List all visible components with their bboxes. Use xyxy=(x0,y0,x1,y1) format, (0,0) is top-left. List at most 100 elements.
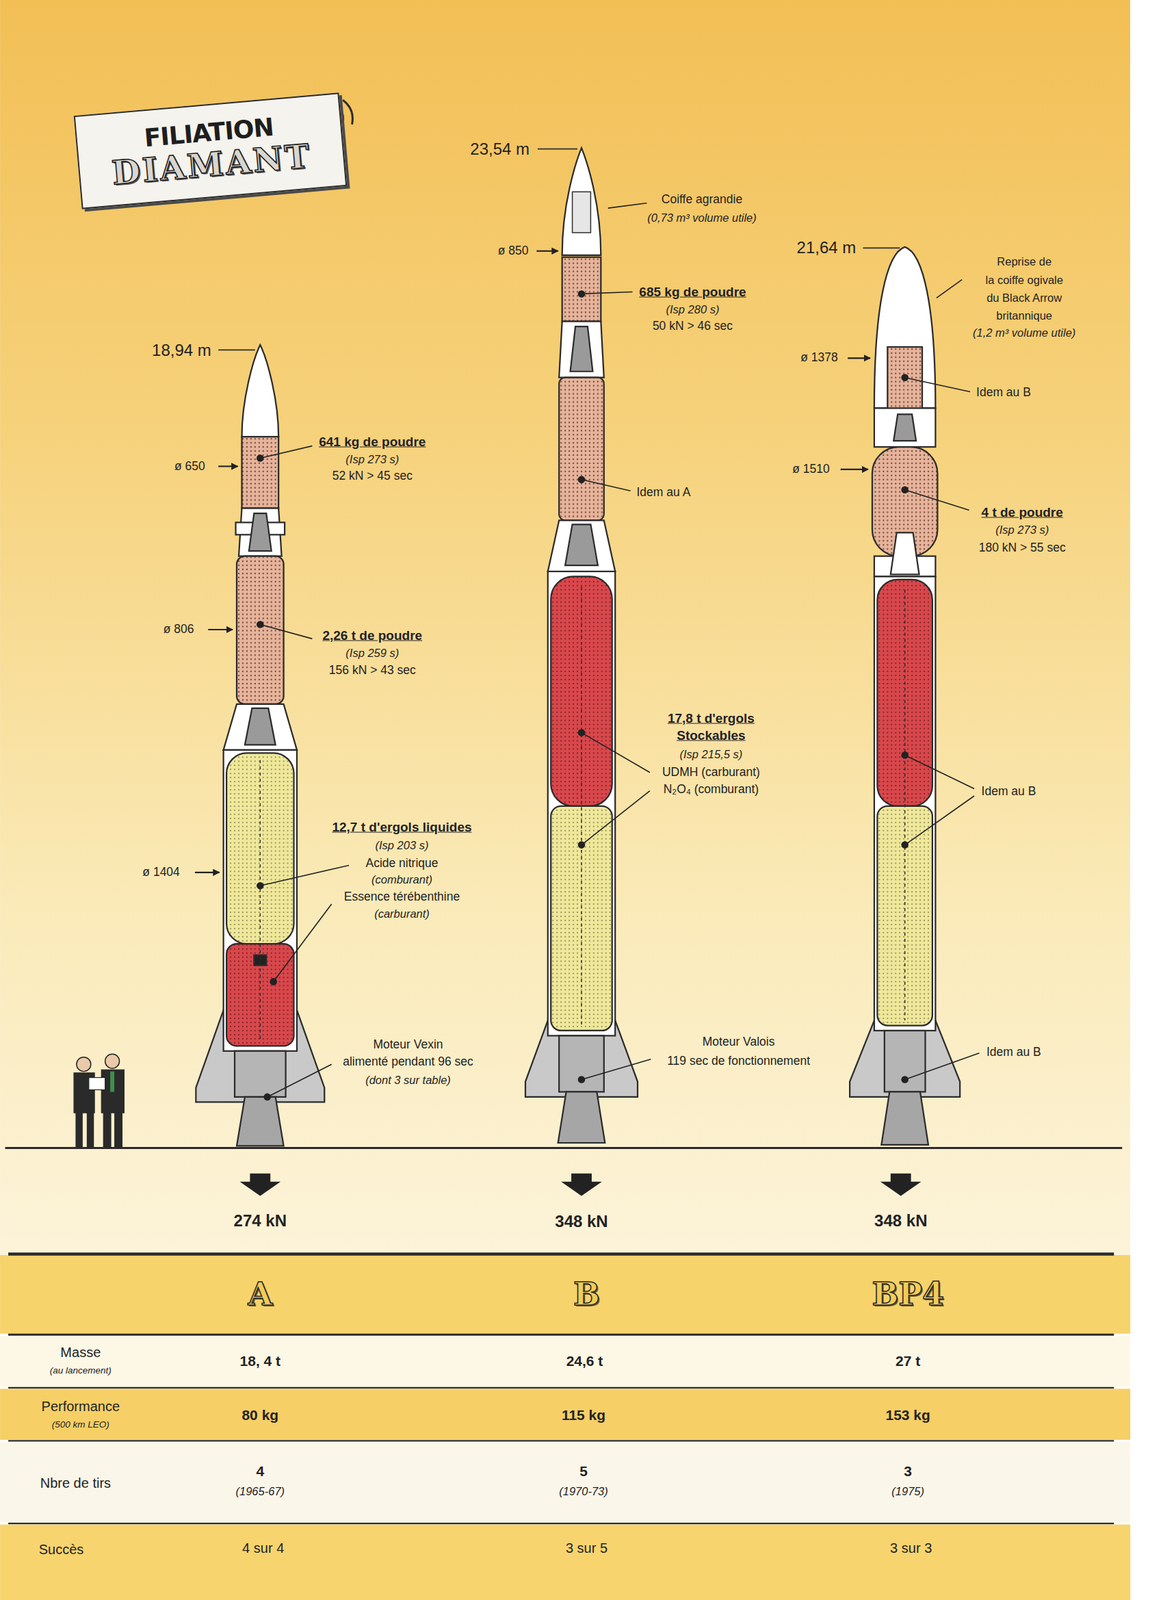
row-heading: Performance xyxy=(41,1398,121,1414)
propellant-name: N₂O₄ (comburant) xyxy=(663,783,759,797)
stage-nozzle xyxy=(570,326,594,372)
stage-nozzle xyxy=(893,413,917,441)
version-header: B xyxy=(573,1276,600,1312)
leader-line xyxy=(905,795,975,845)
diameter-label: ø 1404 xyxy=(142,865,180,879)
leader-line xyxy=(259,864,349,886)
person-paper xyxy=(88,1077,106,1090)
leader-line xyxy=(581,732,650,773)
diameter-label: ø 1510 xyxy=(792,462,830,476)
table-cell: 18, 4 t xyxy=(240,1353,282,1369)
leader-line xyxy=(581,479,631,491)
engine-note: alimenté pendant 96 sec xyxy=(342,1055,474,1069)
ground-line xyxy=(5,1146,1123,1149)
rocket-diamant-a xyxy=(195,344,325,1146)
center-line xyxy=(904,589,906,1021)
rocket-fairing xyxy=(241,344,279,437)
leader-line xyxy=(608,203,648,208)
specific-impulse: (Isp 215,5 s) xyxy=(680,747,743,761)
solid-stage xyxy=(562,257,602,322)
specific-impulse: (Isp 273 s) xyxy=(995,523,1049,536)
person-leg xyxy=(103,1111,112,1148)
rocket-diamant-b xyxy=(525,147,638,1143)
payload xyxy=(572,191,592,233)
solid-stage xyxy=(241,436,279,508)
human-scale-figures xyxy=(73,1053,125,1148)
height-tick xyxy=(863,246,901,249)
same-as-note: Idem au A xyxy=(636,486,691,500)
engine-nozzle xyxy=(881,1091,929,1145)
fairing-note: du Black Arrow xyxy=(986,291,1062,304)
table-cell: 3 sur 5 xyxy=(565,1539,608,1555)
liftoff-thrust: 348 kN xyxy=(874,1210,927,1229)
thrust-duration: 156 kN > 43 sec xyxy=(329,663,416,677)
engine-note: 119 sec de fonctionnement xyxy=(667,1054,810,1068)
diameter-label: ø 806 xyxy=(163,622,195,636)
liftoff-thrust: 348 kN xyxy=(554,1212,608,1231)
stage-nozzle xyxy=(244,708,276,746)
leader-line xyxy=(267,1063,332,1097)
same-as-note: Idem au B xyxy=(986,1045,1042,1059)
table-cell: 3 sur 3 xyxy=(890,1539,932,1555)
table-cell: 4 xyxy=(255,1463,265,1480)
title-word: DIAMANT xyxy=(110,137,314,191)
height-dimension: 23,54 m xyxy=(469,139,530,158)
stage-heading: Stockables xyxy=(676,728,746,743)
center-line xyxy=(259,760,261,1041)
leader-line xyxy=(259,446,312,459)
engine-nozzle xyxy=(236,1096,284,1146)
liftoff-thrust: 274 kN xyxy=(233,1210,287,1229)
leader-line xyxy=(259,624,312,639)
leader-dot xyxy=(257,621,264,628)
engine-name: Moteur Vexin xyxy=(372,1037,443,1051)
version-header: A xyxy=(247,1276,273,1312)
fairing-note: la coiffe ogivale xyxy=(985,273,1063,286)
interstage xyxy=(223,703,297,750)
table-row-band xyxy=(0,1388,1131,1440)
table-cell: 115 kg xyxy=(561,1407,606,1423)
propellant-role: (comburant) xyxy=(371,872,433,886)
liquid-stage xyxy=(874,576,936,1031)
table-header-band xyxy=(0,1254,1131,1334)
thrust-arrow xyxy=(239,1173,281,1196)
height-dimension: 18,94 m xyxy=(151,340,212,359)
title-box: FILIATIONDIAMANT xyxy=(73,92,347,209)
scan-margin xyxy=(1130,0,1163,1600)
leader-dot xyxy=(270,978,277,985)
leader-dot xyxy=(901,751,908,759)
diameter-label: ø 1378 xyxy=(800,351,838,365)
stage-nozzle xyxy=(890,532,920,574)
row-subheading: (au lancement) xyxy=(49,1364,112,1376)
leader-line xyxy=(905,1052,980,1080)
table-rule xyxy=(8,1386,1114,1389)
thrust-arrows xyxy=(239,1173,921,1196)
leader-line xyxy=(905,377,971,392)
engine-bay xyxy=(884,1030,926,1092)
table-row-band xyxy=(0,1441,1131,1523)
propellant-name: Essence térébenthine xyxy=(344,890,460,904)
stage-nozzle xyxy=(565,524,598,566)
table-cell: 27 t xyxy=(895,1353,921,1369)
oxidizer-tank xyxy=(877,579,933,806)
table-rule xyxy=(8,1522,1114,1524)
engine-bay xyxy=(234,1050,286,1097)
leader-dot xyxy=(901,841,908,848)
stage-heading: 2,26 t de poudre xyxy=(322,628,423,644)
fairing-volume: (1,2 m³ volume utile) xyxy=(972,326,1076,339)
table-cell: 5 xyxy=(579,1463,588,1480)
table-rule xyxy=(8,1251,1114,1255)
liquid-stage xyxy=(223,749,297,1051)
diameter-arrow xyxy=(847,357,871,359)
leader-dot xyxy=(578,1076,585,1083)
engine-name: Moteur Valois xyxy=(702,1035,776,1049)
propellant-name: Acide nitrique xyxy=(365,856,438,870)
table-cell: (1965-67) xyxy=(236,1484,286,1497)
table-cell: (1970-73) xyxy=(558,1484,609,1497)
diameter-label: ø 650 xyxy=(174,459,206,473)
leader-dot xyxy=(901,486,908,493)
stage-heading: 641 kg de poudre xyxy=(318,434,426,449)
row-heading: Succès xyxy=(38,1541,85,1557)
person-leg xyxy=(114,1111,123,1148)
engine-nozzle xyxy=(558,1091,606,1143)
